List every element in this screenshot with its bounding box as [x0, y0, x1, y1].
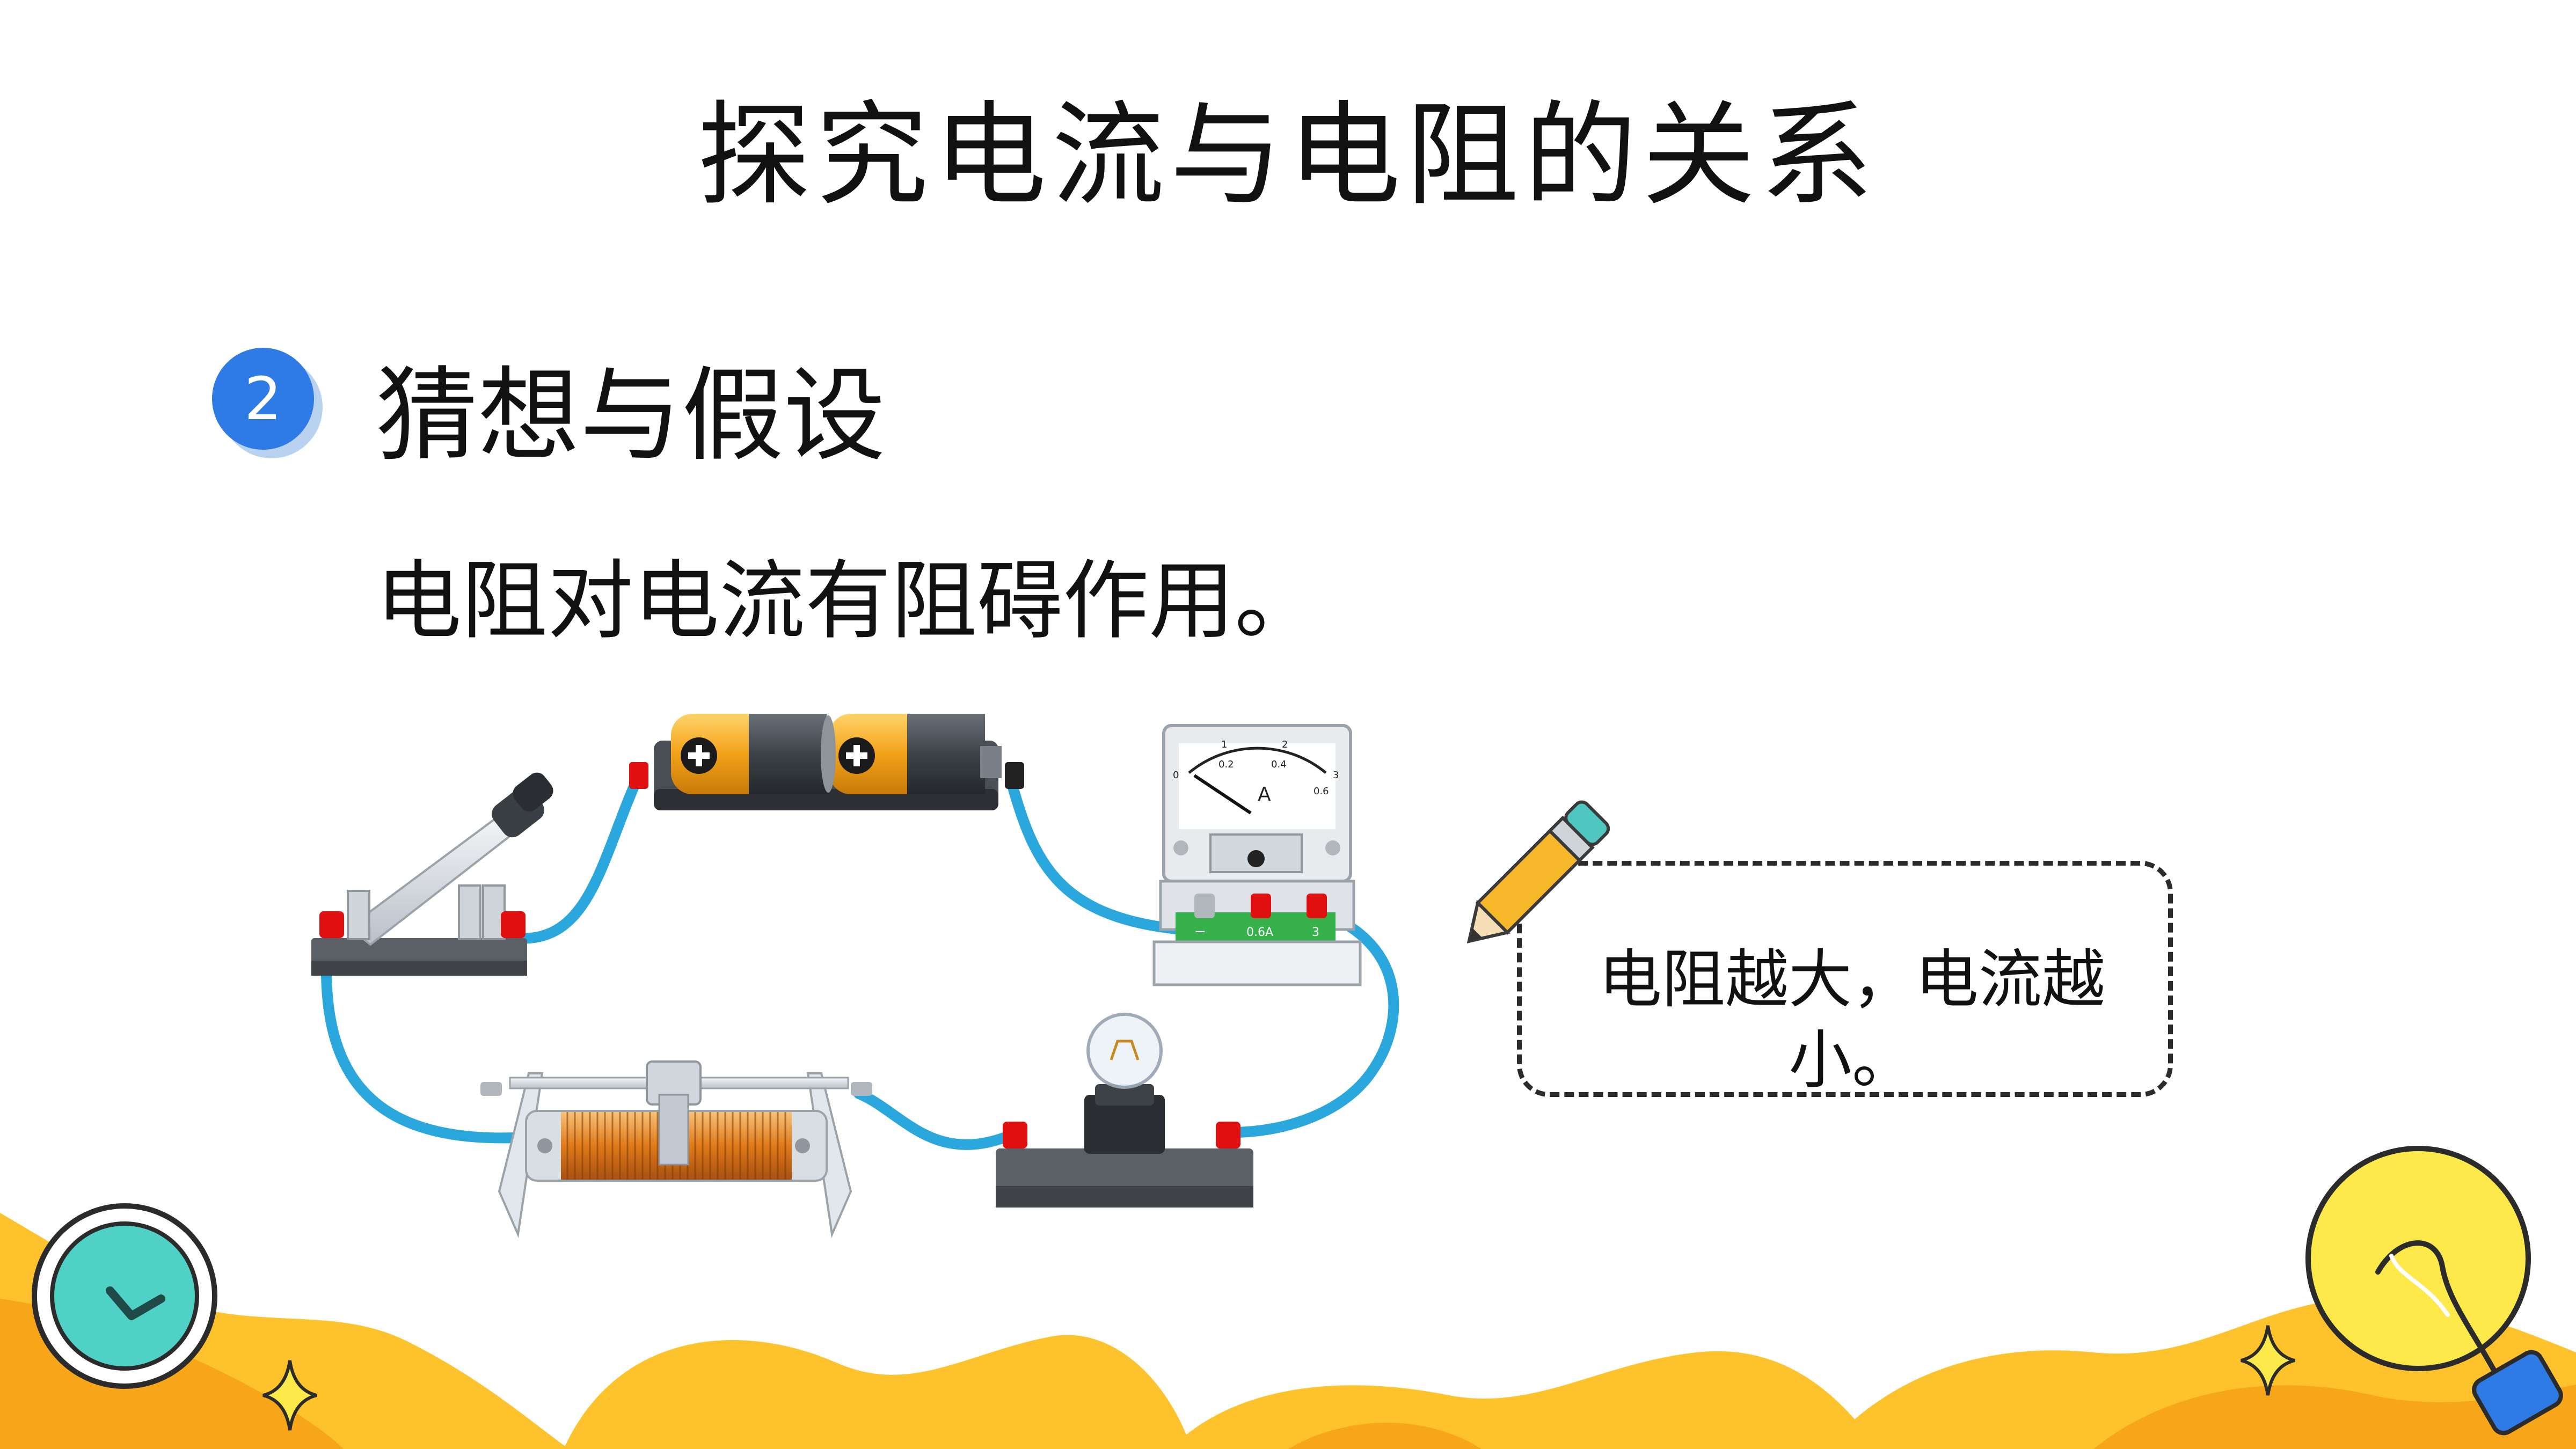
ammeter-scale-top-1: 1: [1221, 739, 1227, 750]
ammeter-scale-bottom-0: 0.2: [1218, 759, 1234, 770]
sparkle-icon: [262, 1325, 2295, 1431]
hypothesis-note-text: 电阻越大，电流越小。: [1598, 942, 2105, 1097]
wire-switch-to-rheostat: [320, 919, 521, 1144]
ammeter-unit-label: A: [1258, 784, 1271, 806]
switch-icon: [311, 772, 553, 976]
ammeter-scale-top-2: 2: [1282, 739, 1288, 750]
section-title: 猜想与假设: [376, 356, 886, 475]
ammeter-terminal-0-6a: 0.6A: [1246, 926, 1273, 939]
wires: [320, 770, 1399, 1150]
page-title: 探究电流与电阻的关系: [697, 90, 1879, 221]
statement-text: 电阻对电流有阻碍作用。: [376, 551, 1321, 651]
light-bulb-decoration-icon: [2305, 1146, 2563, 1436]
step-number-badge: 2: [212, 348, 314, 450]
battery-icon: [629, 714, 1024, 810]
wire-battery-to-ammeter: [1006, 778, 1208, 936]
ammeter-scale-bottom-1: 0.4: [1271, 759, 1287, 770]
ammeter-icon: A 0 1 2 3 0.2 0.4 0.6 − 0.6A 3: [1152, 724, 1362, 986]
wave-background: [0, 1213, 2576, 1449]
ammeter-terminal-negative: −: [1194, 924, 1206, 940]
clock-icon: [32, 1203, 217, 1389]
ammeter-scale-top-0: 0: [1173, 770, 1179, 781]
light-bulb-icon: [996, 1013, 1253, 1208]
ammeter-scale-bottom-2: 0.6: [1313, 786, 1329, 797]
wire-ammeter-to-bulb: [1227, 905, 1399, 1138]
wire-battery-to-switch: [510, 770, 644, 944]
ammeter-terminal-3a: 3: [1312, 926, 1319, 939]
hypothesis-note-box: [1517, 861, 2173, 1097]
rheostat-icon: [480, 1060, 872, 1239]
wire-rheostat-to-bulb: [853, 1088, 1023, 1150]
ammeter-scale-top-3: 3: [1333, 770, 1339, 781]
